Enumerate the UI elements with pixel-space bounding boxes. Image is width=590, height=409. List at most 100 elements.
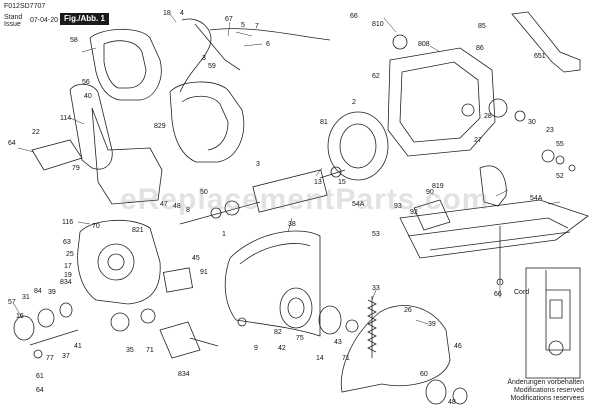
callout-14: 14 <box>316 355 324 362</box>
callout-86: 86 <box>476 45 484 52</box>
callout-75: 75 <box>296 335 304 342</box>
callout-66: 66 <box>350 13 358 20</box>
upper-blade-guard <box>224 230 321 337</box>
callout-41: 41 <box>74 343 82 350</box>
callout-13: 13 <box>314 179 322 186</box>
spindle-gear <box>159 321 201 359</box>
callout-59: 59 <box>208 63 216 70</box>
callout-64b: 64 <box>36 387 44 394</box>
callout-67: 67 <box>225 16 233 23</box>
field-stator <box>327 111 389 181</box>
callout-116: 116 <box>62 219 73 226</box>
callout-114: 114 <box>60 115 71 122</box>
callout-79: 79 <box>72 165 80 172</box>
footer-line-1: Änderungen vorbehalten <box>507 379 584 386</box>
footer-line-2: Modifications reserved <box>513 387 584 394</box>
callout-45: 45 <box>192 255 200 262</box>
callout-62: 62 <box>372 73 380 80</box>
callout-22: 22 <box>32 129 40 136</box>
doc-code: F012SD7707 <box>4 3 46 10</box>
callout-37: 37 <box>62 353 70 360</box>
callout-23: 23 <box>546 127 554 134</box>
wiring-schematic <box>525 267 581 379</box>
callout-8: 8 <box>186 207 190 214</box>
callout-66b: 66 <box>494 291 502 298</box>
callout-17: 17 <box>64 263 72 270</box>
callout-19: 19 <box>64 272 72 279</box>
callout-43: 43 <box>334 339 342 346</box>
callout-47: 47 <box>160 201 168 208</box>
callout-5: 5 <box>241 22 245 29</box>
callout-46: 46 <box>454 343 462 350</box>
blade-flange <box>279 287 313 329</box>
callout-55: 55 <box>556 141 564 148</box>
motor-housing-half <box>169 81 245 163</box>
callout-52: 52 <box>556 173 564 180</box>
callout-60: 60 <box>420 371 428 378</box>
callout-48b: 48 <box>448 399 456 406</box>
callout-829: 829 <box>154 123 166 130</box>
callout-82: 82 <box>274 329 282 336</box>
callout-819: 819 <box>432 183 444 190</box>
callout-54A: 54A <box>352 201 365 208</box>
callout-58: 58 <box>70 37 78 44</box>
armature-core <box>252 169 328 213</box>
callout-77: 77 <box>46 355 54 362</box>
callout-40: 40 <box>84 93 92 100</box>
callout-834a: 834 <box>60 279 72 286</box>
gear-housing <box>77 219 161 305</box>
figure-label: Fig./Abb. 1 <box>60 13 109 25</box>
callout-30: 30 <box>528 119 536 126</box>
base-plate <box>399 199 589 259</box>
callout-27: 27 <box>474 137 482 144</box>
callout-834b: 834 <box>178 371 190 378</box>
clamp-bar <box>511 11 581 73</box>
callout-39: 39 <box>48 289 56 296</box>
callout-15: 15 <box>338 179 346 186</box>
callout-81: 81 <box>320 119 328 126</box>
callout-42: 42 <box>278 345 286 352</box>
callout-31: 31 <box>22 294 30 301</box>
callout-70: 70 <box>92 223 100 230</box>
callout-91: 91 <box>200 269 208 276</box>
callout-1: 1 <box>222 231 226 238</box>
issue-label: Issue <box>4 21 21 28</box>
callout-9: 9 <box>254 345 258 352</box>
callout-84: 84 <box>34 288 42 295</box>
cover-plate <box>31 139 83 171</box>
callout-71: 71 <box>146 347 154 354</box>
callout-57: 57 <box>8 299 16 306</box>
callout-26: 26 <box>404 307 412 314</box>
watermark: eReplacementParts.com <box>120 183 490 216</box>
bearing-left <box>13 315 35 341</box>
callout-810: 810 <box>372 21 384 28</box>
callout-50: 50 <box>200 189 208 196</box>
callout-93: 93 <box>394 203 402 210</box>
callout-85: 85 <box>478 23 486 30</box>
callout-63: 63 <box>63 239 71 246</box>
issue-date: 07-04-20 <box>30 17 59 24</box>
callout-3b: 3 <box>202 55 206 62</box>
callout-92: 92 <box>410 209 418 216</box>
footer-line-3: Modifications reservees <box>510 395 584 402</box>
wiring-cord-label: Cord <box>514 289 529 296</box>
callout-39b: 39 <box>428 321 436 328</box>
callout-16: 16 <box>16 313 24 320</box>
callout-35: 35 <box>126 347 134 354</box>
callout-33: 33 <box>372 285 380 292</box>
washer-stack <box>425 379 447 405</box>
callout-64a: 64 <box>8 140 16 147</box>
callout-48: 48 <box>173 203 181 210</box>
callout-38: 38 <box>288 221 296 228</box>
callout-2: 2 <box>352 99 356 106</box>
callout-71b: 71 <box>342 355 350 362</box>
bevel-bracket <box>479 165 507 207</box>
callout-25: 25 <box>66 251 74 258</box>
callout-28: 28 <box>484 113 492 120</box>
callout-3: 3 <box>256 161 260 168</box>
callout-651: 651 <box>534 53 546 60</box>
rear-handle <box>89 28 162 101</box>
motor-housing <box>387 47 496 157</box>
